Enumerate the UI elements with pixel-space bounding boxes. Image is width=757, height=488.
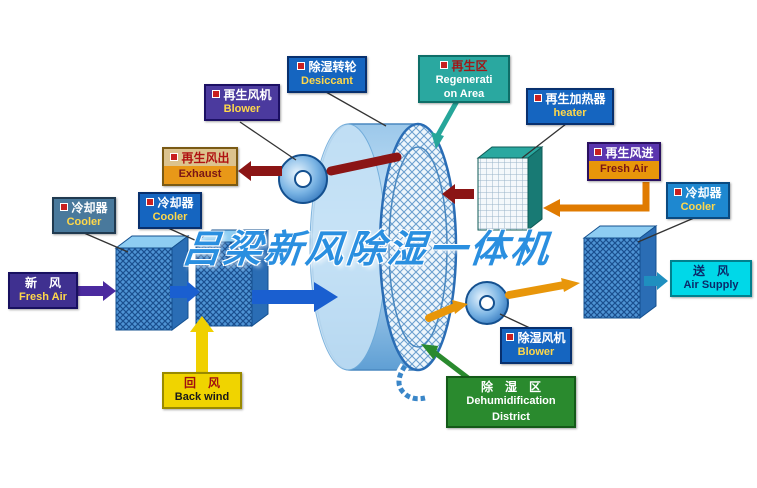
dehumid-area-pointer-head: [421, 344, 438, 360]
bullet-icon: [594, 148, 603, 156]
label-en: Blower: [223, 103, 261, 116]
label-fresh-air: 新 风 Fresh Air: [8, 272, 78, 309]
label-en: Fresh Air: [19, 291, 67, 304]
regen-area-pointer-head: [431, 132, 444, 149]
label-en: Cooler: [152, 211, 188, 224]
regen-exhaust-arrow: [238, 161, 282, 181]
bullet-icon: [297, 62, 306, 70]
label-zh: 冷却器: [140, 194, 200, 211]
label-zh: 再生区: [420, 57, 508, 74]
label-regen-air-out: 再生风出 Exhaust: [162, 147, 238, 186]
label-zh: 冷却器: [668, 184, 728, 201]
regen-inlet-arrowhead: [543, 199, 560, 217]
label-zh: 除 湿 区: [480, 380, 541, 394]
bullet-icon: [170, 153, 179, 161]
return-air-arrow: [190, 316, 214, 372]
label-cooler-left-outer: 冷却器 Cooler: [52, 197, 116, 234]
label-en: Exhaust: [164, 166, 236, 184]
cooler-box-left-inner: [194, 229, 270, 327]
desiccant-wheel-shape: [309, 122, 458, 372]
airflow-arrows: [78, 99, 668, 383]
dry-air-duct-1: [425, 303, 459, 322]
label-dehumid-district: 除 湿 区 Dehumidification District: [446, 376, 576, 428]
label-zh: 回 风: [183, 376, 220, 390]
regen-exhaust-duct: [326, 152, 402, 176]
label-en: Desiccant: [301, 75, 353, 88]
label-en: Cooler: [680, 201, 716, 214]
bullet-icon: [674, 188, 683, 196]
label-zh: 送 风: [692, 264, 729, 278]
process-air-arrow-small: [170, 281, 200, 303]
fresh-air-arrow: [78, 281, 116, 301]
label-en: Dehumidification: [466, 395, 556, 408]
label-zh: 再生风机: [206, 86, 278, 103]
label-en: heater: [553, 107, 587, 120]
label-zh: 再生风进: [589, 144, 659, 162]
label-en: Blower: [517, 346, 555, 359]
label-back-wind: 回 风 Back wind: [162, 372, 242, 409]
label-cooler-right: 冷却器 Cooler: [666, 182, 730, 219]
label-zh: 冷却器: [54, 199, 114, 216]
dry-air-arrowhead-2: [561, 278, 580, 292]
label-en2: District: [492, 410, 530, 423]
wheel-seal-ribbon: [394, 363, 427, 404]
cooler-box-left-outer: [114, 235, 190, 331]
label-regen-heater: 再生加热器 heater: [526, 88, 614, 125]
label-desiccant-wheel: 除湿转轮 Desiccant: [287, 56, 367, 93]
dry-air-arrowhead-1: [452, 300, 468, 314]
label-en2: on Area: [443, 87, 485, 100]
dehumid-blower-fan-icon: [465, 281, 509, 325]
regen-hot-air-arrow: [442, 184, 474, 204]
regen-area-pointer: [435, 99, 460, 137]
label-zh: 再生风出: [164, 149, 236, 167]
regen-blower-fan-icon: [278, 154, 328, 204]
label-air-supply: 送 风 Air Supply: [670, 260, 752, 297]
label-en: Regenerati: [435, 74, 493, 87]
label-en: Fresh Air: [589, 161, 659, 179]
bullet-icon: [440, 61, 449, 69]
label-en: Back wind: [174, 391, 230, 404]
label-zh: 再生加热器: [528, 90, 612, 107]
bullet-icon: [534, 94, 543, 102]
heat-exchanger-box: [476, 145, 544, 232]
label-cooler-left-inner: 冷却器 Cooler: [138, 192, 202, 229]
bullet-icon: [146, 198, 155, 206]
label-zh: 除湿转轮: [289, 58, 365, 75]
label-dehumid-blower: 除湿风机 Blower: [500, 327, 572, 364]
label-regeneration-area: 再生区 Regenerati on Area: [418, 55, 510, 103]
air-supply-arrow: [644, 272, 668, 290]
bullet-icon: [506, 333, 515, 341]
label-regen-air-in: 再生风进 Fresh Air: [587, 142, 661, 181]
label-zh: 新 风: [24, 276, 61, 290]
bullet-icon: [60, 203, 69, 211]
label-en: Cooler: [66, 216, 102, 229]
cooler-box-right: [582, 225, 658, 319]
process-air-arrow-big: [252, 282, 338, 312]
bullet-icon: [212, 90, 221, 98]
label-connectors: [83, 91, 695, 330]
watermark-title: 吕梁新风除湿一体机: [180, 229, 554, 271]
label-zh: 除湿风机: [502, 329, 570, 346]
dry-air-duct-2: [505, 281, 568, 299]
label-en: Air Supply: [683, 279, 739, 292]
label-regen-blower: 再生风机 Blower: [204, 84, 280, 121]
regen-inlet-duct: [560, 182, 650, 212]
